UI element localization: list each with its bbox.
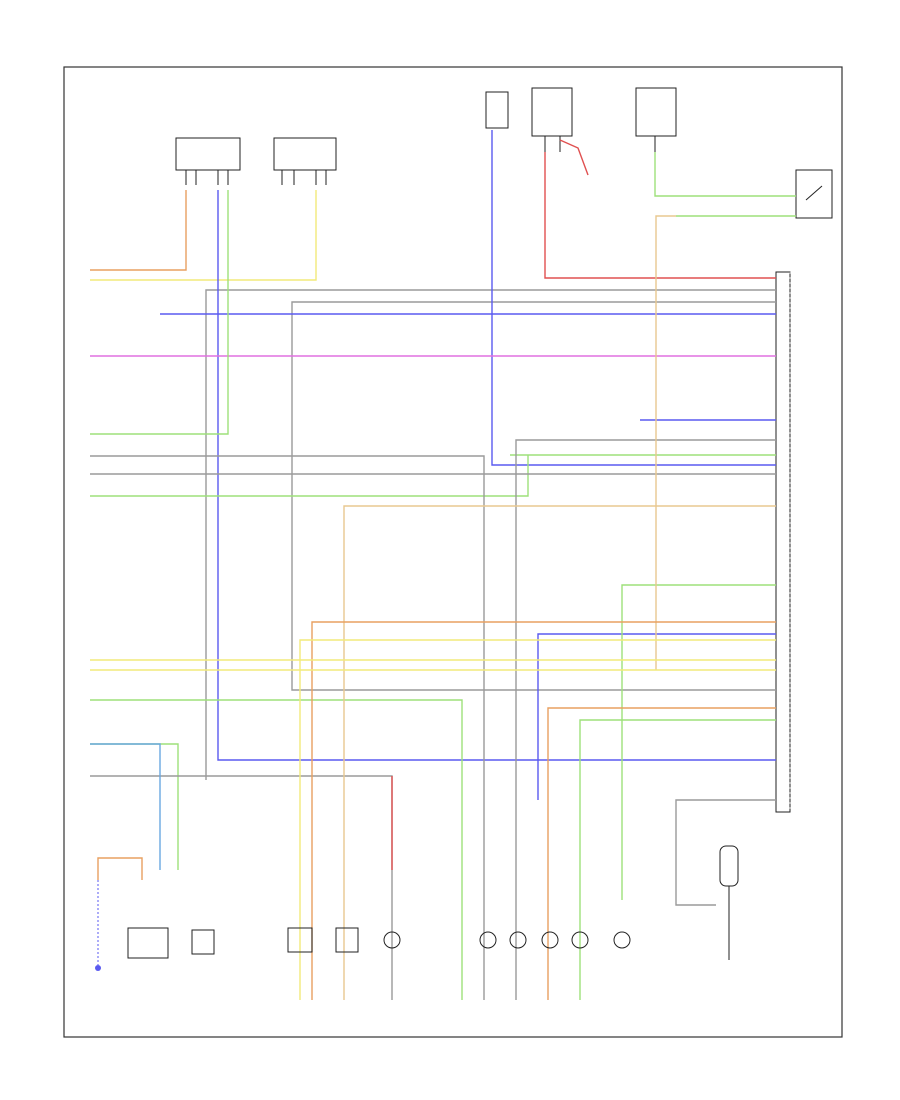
wire-orange-low <box>547 707 776 1000</box>
wire-lightblue <box>90 743 161 870</box>
wire-tan-1 <box>343 505 776 1000</box>
switch-right <box>273 137 337 185</box>
wire-blue-3 <box>537 633 776 800</box>
wire-tan-2 <box>655 215 676 670</box>
wire-green-7 <box>579 719 776 1000</box>
bottom-sensor-2 <box>191 929 215 955</box>
wire-orange-left <box>90 190 187 271</box>
module-right <box>795 169 833 219</box>
switch-left <box>175 137 241 185</box>
bottom-sensor-3 <box>287 927 313 953</box>
ground-symbols <box>95 880 101 971</box>
wire-bundle <box>90 130 796 1000</box>
wire-red-top <box>544 152 776 279</box>
pcm-connector <box>775 271 791 813</box>
wire-green-5 <box>90 699 463 1000</box>
wire-green-top <box>90 190 229 435</box>
bottom-sensor-4 <box>335 927 359 953</box>
wire-green-6 <box>90 743 179 870</box>
top-relay-left <box>531 87 573 152</box>
wire-gray-6 <box>90 775 393 1000</box>
wire-gray-pcm <box>675 799 776 906</box>
wire-yellow-3 <box>299 639 776 1000</box>
wire-yellow-left <box>90 190 317 281</box>
diagram-frame <box>63 66 843 1038</box>
top-relay-right <box>635 87 677 152</box>
wire-red-relay <box>559 139 589 176</box>
wire-blue-left <box>217 190 776 761</box>
bottom-right-sensor <box>719 845 739 960</box>
wire-gray-1 <box>205 289 776 780</box>
wire-green-relay <box>654 152 796 197</box>
wire-gray-5 <box>515 439 776 1000</box>
wire-orange-mid <box>311 621 776 1000</box>
wire-green-4 <box>621 584 776 900</box>
wire-orange-bottom <box>97 857 143 880</box>
wire-gray-3 <box>90 455 485 1000</box>
wire-blue-center <box>491 130 776 466</box>
fuse-top-center <box>485 91 509 129</box>
bottom-solenoids <box>383 931 631 949</box>
bottom-sensor-1 <box>127 927 169 959</box>
wire-green-3 <box>90 455 529 497</box>
